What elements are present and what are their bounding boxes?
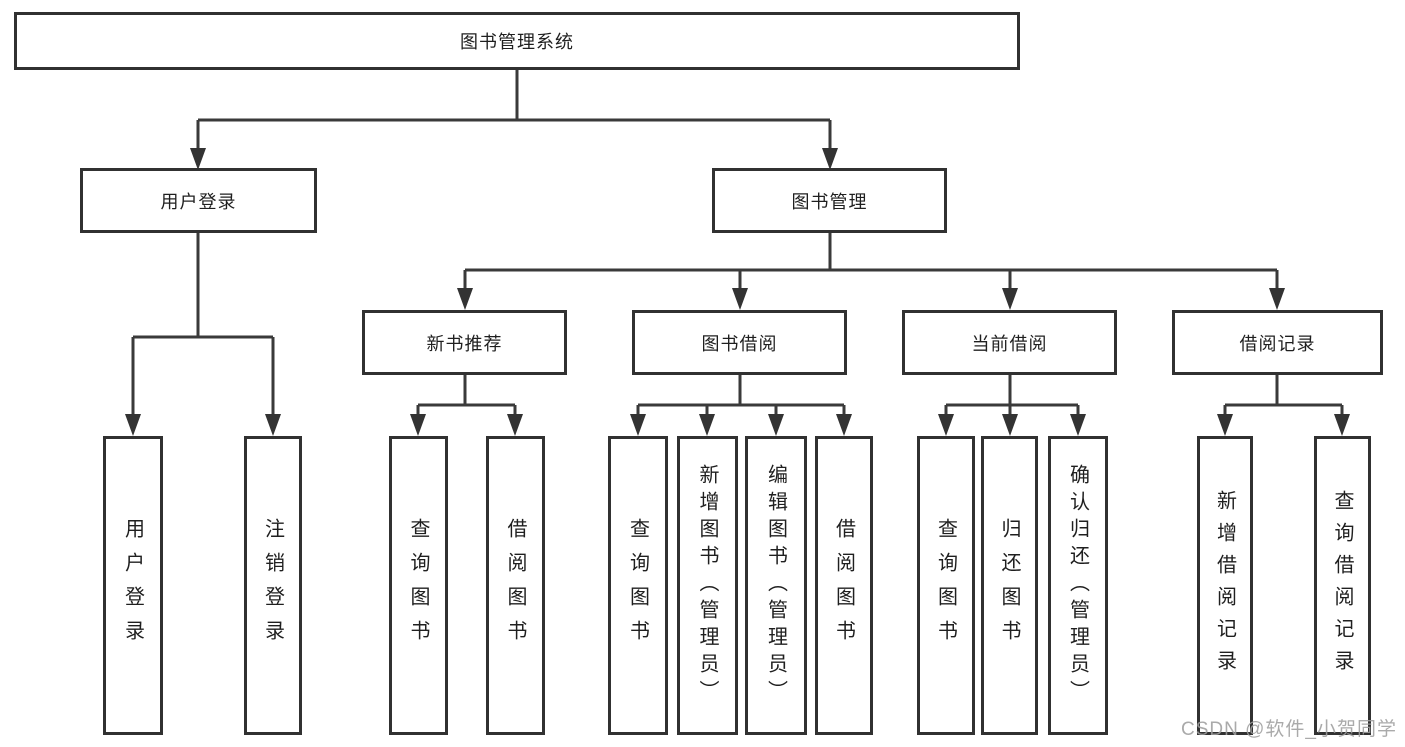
leaf-add-borrow-record: 新增借阅记录 [1197, 436, 1253, 735]
leaf-label: 用户登录 [121, 517, 144, 654]
leaf-borrow-books-recommend: 借阅图书 [486, 436, 545, 735]
node-book-management: 图书管理 [712, 168, 947, 233]
leaf-label: 新增图书（管理员） [696, 464, 718, 707]
node-user-login: 用户登录 [80, 168, 317, 233]
leaf-label: 确认归还（管理员） [1066, 464, 1089, 707]
node-current-borrow: 当前借阅 [902, 310, 1117, 375]
node-book-borrow: 图书借阅 [632, 310, 847, 375]
leaf-query-borrow-record: 查询借阅记录 [1314, 436, 1371, 735]
node-new-book-recommend: 新书推荐 [362, 310, 567, 375]
node-label: 用户登录 [160, 191, 237, 212]
leaf-return-book: 归还图书 [981, 436, 1038, 735]
leaf-query-books-recommend: 查询图书 [389, 436, 448, 735]
leaf-label: 查询图书 [407, 517, 429, 654]
node-borrow-records: 借阅记录 [1172, 310, 1383, 375]
leaf-user-login: 用户登录 [103, 436, 163, 735]
leaf-add-book-admin: 新增图书（管理员） [677, 436, 738, 735]
leaf-edit-book-admin: 编辑图书（管理员） [745, 436, 807, 735]
node-root: 图书管理系统 [14, 12, 1020, 70]
node-label: 图书借阅 [701, 333, 778, 354]
leaf-confirm-return-admin: 确认归还（管理员） [1048, 436, 1108, 735]
leaf-label: 归还图书 [998, 517, 1020, 654]
leaf-query-books-borrow: 查询图书 [608, 436, 668, 735]
node-label: 新书推荐 [426, 333, 503, 354]
node-label: 图书管理 [791, 191, 868, 212]
node-label: 当前借阅 [971, 333, 1048, 354]
leaf-label: 注销登录 [261, 517, 284, 654]
leaf-label: 借阅图书 [504, 517, 526, 654]
leaf-borrow-books-borrow: 借阅图书 [815, 436, 873, 735]
node-label: 借阅记录 [1239, 333, 1316, 354]
leaf-label: 查询图书 [626, 517, 649, 654]
leaf-query-books-current: 查询图书 [917, 436, 975, 735]
node-root-label: 图书管理系统 [460, 32, 574, 52]
leaf-label: 查询图书 [934, 517, 957, 654]
leaf-label: 查询借阅记录 [1331, 489, 1353, 682]
leaf-logout: 注销登录 [244, 436, 302, 735]
leaf-label: 新增借阅记录 [1213, 489, 1236, 682]
csdn-watermark: CSDN @软件_小贺同学 [1181, 719, 1397, 740]
leaf-label: 编辑图书（管理员） [764, 464, 787, 707]
leaf-label: 借阅图书 [832, 517, 855, 654]
